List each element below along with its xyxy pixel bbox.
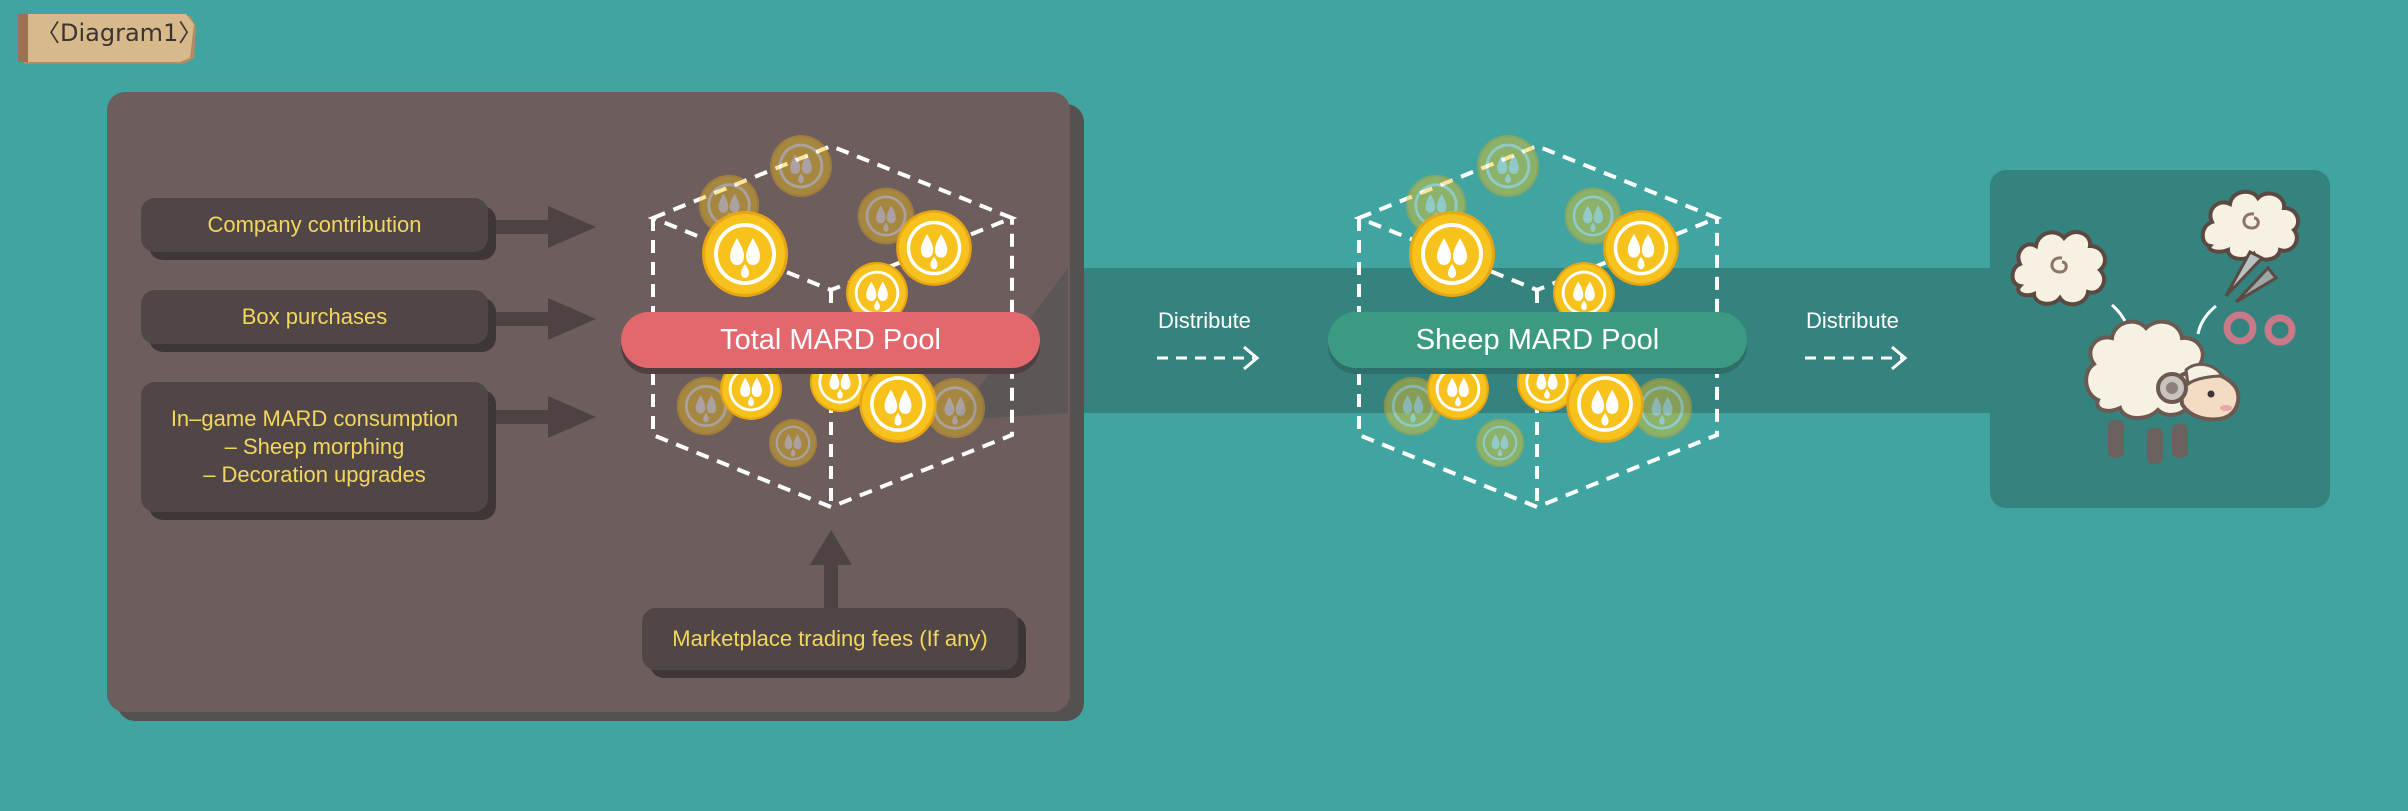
distribute-label-2: Distribute	[1806, 308, 1899, 333]
mard-coin-icon	[702, 211, 788, 297]
sheep-icon	[2084, 319, 2241, 464]
wool-icon	[2010, 230, 2107, 307]
shear-line	[2196, 304, 2217, 335]
mard-coin-icon	[1603, 210, 1679, 286]
mard-coin-icon	[1566, 365, 1644, 443]
arrow-right-icon	[488, 206, 596, 248]
scissors-icon	[2223, 250, 2296, 346]
wool-icon	[2200, 189, 2301, 262]
source-company-contribution: Company contribution	[141, 198, 488, 252]
sheep-mard-pool-label: Sheep MARD Pool	[1328, 312, 1747, 368]
diagram-tag-label: 〈Diagram1〉	[36, 19, 203, 47]
total-mard-pool-label: Total MARD Pool	[621, 312, 1040, 368]
mard-coin-icon	[1475, 418, 1525, 468]
source-box-purchases: Box purchases	[141, 290, 488, 344]
diagram-tag	[18, 14, 196, 64]
arrow-up-icon	[810, 530, 852, 610]
arrow-right-icon	[488, 298, 596, 340]
arrow-right-icon	[488, 396, 596, 438]
mard-coin-icon	[1477, 135, 1539, 197]
source-ingame-consumption: In–game MARD consumption – Sheep morphin…	[141, 382, 488, 512]
mard-coin-icon	[770, 135, 832, 197]
mard-coin-icon	[896, 210, 972, 286]
mard-coin-icon	[768, 418, 818, 468]
mard-coin-icon	[1409, 211, 1495, 297]
distribute-arrow-1	[1157, 345, 1260, 371]
distribute-arrow-2	[1805, 345, 1908, 371]
source-marketplace-fees: Marketplace trading fees (If any)	[642, 608, 1018, 670]
distribute-label-1: Distribute	[1158, 308, 1251, 333]
mard-coin-icon	[859, 365, 937, 443]
